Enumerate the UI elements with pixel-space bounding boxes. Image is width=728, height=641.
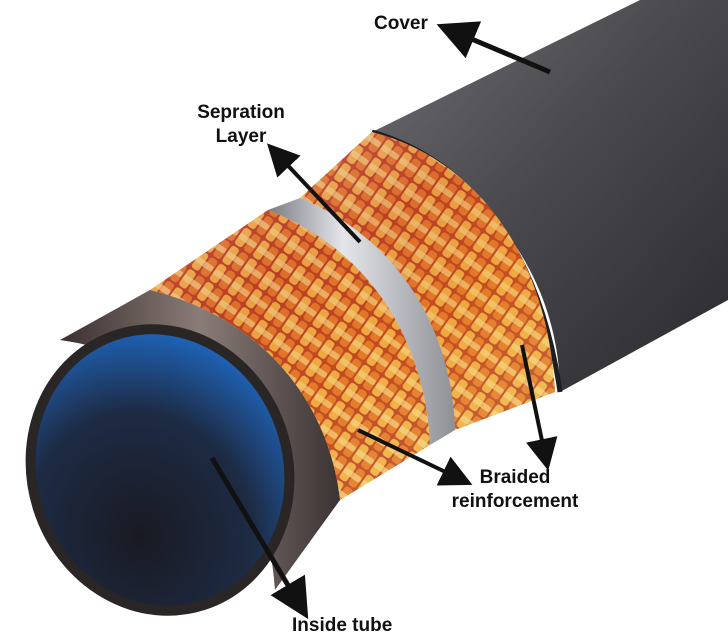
braided-weave-outer [300,132,555,430]
arrow-braided-inner [357,428,473,486]
label-separation-line2: Layer [215,126,267,147]
label-braided-reinforcement: Braided reinforcement [440,466,590,514]
label-separation-layer: Sepration Layer [186,101,296,149]
braided-weave-inner [150,210,430,500]
arrow-cover [436,21,551,75]
label-separation-line1: Sepration [197,102,285,123]
label-braided-line1: Braided [479,467,551,488]
arrow-braided-outer [520,344,558,471]
arrow-separation [267,143,362,244]
label-inside-tube: Inside tube [292,614,392,638]
separation-layer [268,198,455,445]
label-braided-line2: reinforcement [451,491,579,512]
inside-tube-opening [25,324,295,616]
label-cover-text: Cover [374,13,428,34]
cover-layer [372,0,728,392]
arrow-inside-tube [209,456,309,620]
label-cover: Cover [374,12,428,36]
label-inside-tube-text: Inside tube [292,615,393,636]
